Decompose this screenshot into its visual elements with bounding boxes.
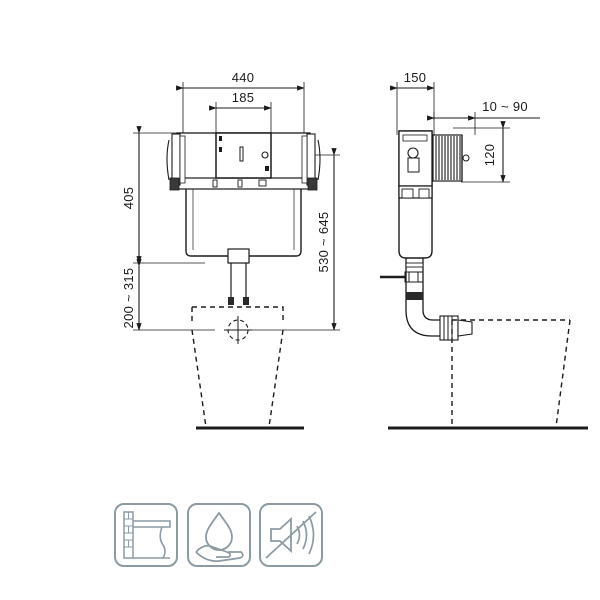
cistern-body-side [398, 130, 433, 259]
dim-label-185: 185 [232, 90, 255, 105]
dim-label-440: 440 [232, 70, 255, 85]
mute-speaker-icon [259, 503, 323, 567]
inspection-access-plate-front [215, 132, 272, 179]
flush-elbow-pipe-side [405, 258, 473, 341]
water-drop-hand-icon [187, 503, 251, 567]
toilet-pan-outline-side [451, 319, 571, 428]
dimension-height-outlet-range: 200 ~ 315 [121, 259, 142, 331]
flush-pipe-front [227, 248, 250, 305]
dim-label-200-315: 200 ~ 315 [121, 268, 136, 329]
feature-icons-row [114, 503, 323, 567]
dim-label-530-645: 530 ~ 645 [316, 212, 331, 273]
cistern-body-front [185, 185, 302, 257]
dim-label-120: 120 [482, 144, 497, 167]
dimension-height-actuator-opening: 120 [482, 121, 506, 183]
toilet-pan-outline-front [191, 306, 284, 428]
dimension-depth-cistern: 150 [390, 70, 435, 91]
pan-connector-collar-side [439, 315, 473, 341]
dim-label-405: 405 [121, 187, 136, 210]
dimension-height-cistern: 405 [121, 126, 142, 264]
wall-toilet-icon [114, 503, 178, 567]
dimension-width-inspection-opening: 185 [209, 90, 272, 111]
tank-top-fixings-front [212, 179, 267, 188]
dimension-width-overall: 440 [176, 70, 305, 91]
side-elevation-view: 150 10 ~ 90 120 [380, 70, 588, 430]
dimension-wall-thickness-range: 10 ~ 90 [427, 99, 540, 121]
actuator-extension-sleeve-side [432, 134, 470, 182]
front-elevation-view: 440 185 405 200 ~ 315 530 ~ 645 [121, 70, 340, 430]
pan-centre-mark-front [224, 316, 252, 344]
dimension-height-total-range: 530 ~ 645 [316, 148, 337, 331]
dim-label-10-90: 10 ~ 90 [482, 99, 528, 114]
dim-label-150: 150 [404, 70, 427, 85]
